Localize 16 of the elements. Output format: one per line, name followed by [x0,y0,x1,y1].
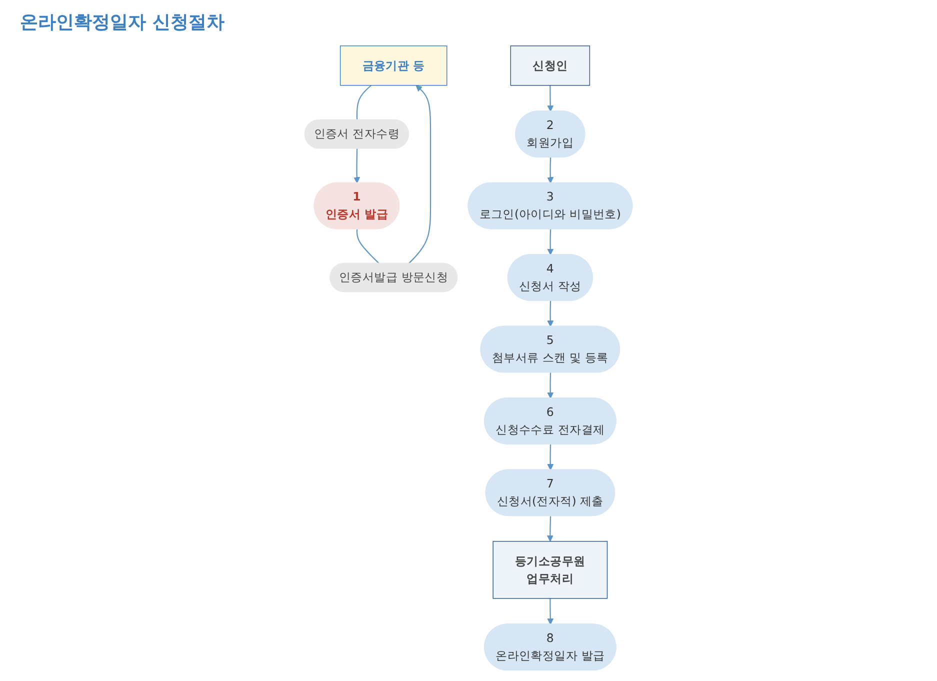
arrow [547,598,554,625]
arrow [547,372,554,399]
arrow [547,85,554,112]
arrow [547,229,554,256]
arrow [547,157,554,184]
node-box: 등기소공무원 업무처리 [492,540,608,599]
diagram-title: 온라인확정일자 신청절차 [20,11,224,34]
connector [356,229,380,264]
arrow [547,300,554,327]
node-box: 신청인 [510,45,590,86]
arrow [546,516,554,542]
arrow [408,85,432,264]
node-box: 금융기관 등 [340,45,448,86]
arrow [354,148,360,184]
arrow [547,444,554,470]
connector [356,84,372,120]
